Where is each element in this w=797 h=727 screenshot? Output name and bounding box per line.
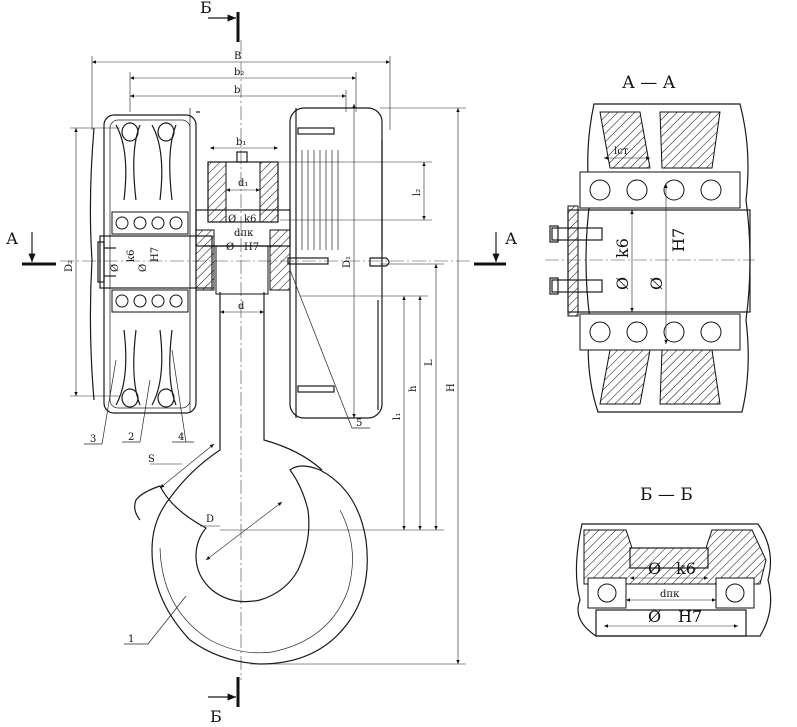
section-letter: А xyxy=(505,229,517,248)
dimension-D: D xyxy=(200,501,283,561)
svg-text:Ø: Ø xyxy=(110,264,121,272)
dimension-b2: b₂ xyxy=(129,67,357,112)
svg-text:H: H xyxy=(446,383,457,392)
svg-text:b₂: b₂ xyxy=(234,67,244,78)
svg-text:k6: k6 xyxy=(244,214,256,225)
svg-text:D₁: D₁ xyxy=(342,256,353,268)
dimension-D1: D₁ xyxy=(342,104,356,418)
svg-text:1: 1 xyxy=(128,634,134,645)
dimension-b1: b₁ xyxy=(210,137,278,150)
svg-text:4: 4 xyxy=(178,432,184,443)
sheave-block-left: Ø k6 Ø H7 xyxy=(89,108,213,414)
svg-text:5: 5 xyxy=(356,418,362,429)
section-letter: Б xyxy=(210,707,222,726)
dimension-h: h xyxy=(220,295,444,531)
traverse-center: Ø k6 dпк Ø H7 xyxy=(195,151,291,295)
svg-text:H7: H7 xyxy=(150,247,161,262)
svg-text:H7: H7 xyxy=(678,607,702,626)
svg-text:Ø: Ø xyxy=(648,607,661,626)
svg-text:D: D xyxy=(206,514,214,525)
svg-text:k6: k6 xyxy=(126,250,137,262)
svg-text:Ø: Ø xyxy=(228,214,236,225)
dimension-B: B xyxy=(91,51,391,130)
callout-1: 1 xyxy=(124,595,187,645)
svg-text:d: d xyxy=(238,301,245,312)
dimension-D2: D₂ xyxy=(64,127,120,397)
section-letter: А xyxy=(6,229,18,248)
svg-text:l₂: l₂ xyxy=(412,189,423,196)
svg-text:dпк: dпк xyxy=(234,228,254,239)
svg-text:h: h xyxy=(408,385,419,392)
hook: d xyxy=(134,292,368,665)
svg-text:Ø: Ø xyxy=(226,242,234,253)
section-a-a-title: А — А xyxy=(622,73,676,93)
svg-text:lст: lст xyxy=(614,146,629,157)
svg-text:D₂: D₂ xyxy=(64,260,75,272)
svg-text:b₁: b₁ xyxy=(236,137,246,148)
svg-text:B: B xyxy=(234,51,241,62)
svg-text:dпк: dпк xyxy=(660,589,680,600)
callout-2: 2 xyxy=(122,379,151,443)
dimension-H: H xyxy=(250,107,466,665)
section-mark-b-bottom: Б xyxy=(208,677,240,726)
dimension-S: S xyxy=(148,443,215,489)
svg-text:3: 3 xyxy=(90,434,96,445)
svg-text:Ø: Ø xyxy=(138,264,149,272)
dimension-l2: l₂ xyxy=(260,161,432,221)
section-a-a: Ø k6 Ø H7 lст xyxy=(545,103,755,413)
svg-text:Ø: Ø xyxy=(647,277,666,290)
svg-text:k6: k6 xyxy=(676,559,696,578)
cover-right xyxy=(287,107,390,419)
svg-text:S: S xyxy=(148,454,155,465)
section-mark-a-right: А xyxy=(474,229,517,266)
dimension-L: L xyxy=(380,263,444,530)
dimension-l1: l₁ xyxy=(392,296,406,530)
svg-text:H7: H7 xyxy=(669,228,688,252)
section-mark-a-left: А xyxy=(6,229,56,266)
callout-3: 3 xyxy=(84,359,117,445)
svg-text:L: L xyxy=(424,359,435,366)
svg-text:l₁: l₁ xyxy=(392,413,403,420)
svg-text:Ø: Ø xyxy=(648,559,661,578)
section-b-b: Ø k6 dпк Ø H7 xyxy=(575,523,772,637)
svg-text:b: b xyxy=(234,85,240,96)
svg-text:2: 2 xyxy=(128,432,134,443)
callout-5: 5 xyxy=(289,269,370,429)
section-mark-b-top: Б xyxy=(200,0,240,42)
section-b-b-title: Б — Б xyxy=(640,485,693,505)
svg-text:Ø: Ø xyxy=(613,277,632,290)
svg-text:k6: k6 xyxy=(613,238,632,258)
svg-text:H7: H7 xyxy=(244,242,259,253)
callout-4: 4 xyxy=(171,349,194,443)
section-letter: Б xyxy=(200,0,212,17)
svg-text:d₁: d₁ xyxy=(238,178,248,189)
dimension-d1: d₁ xyxy=(226,178,260,192)
